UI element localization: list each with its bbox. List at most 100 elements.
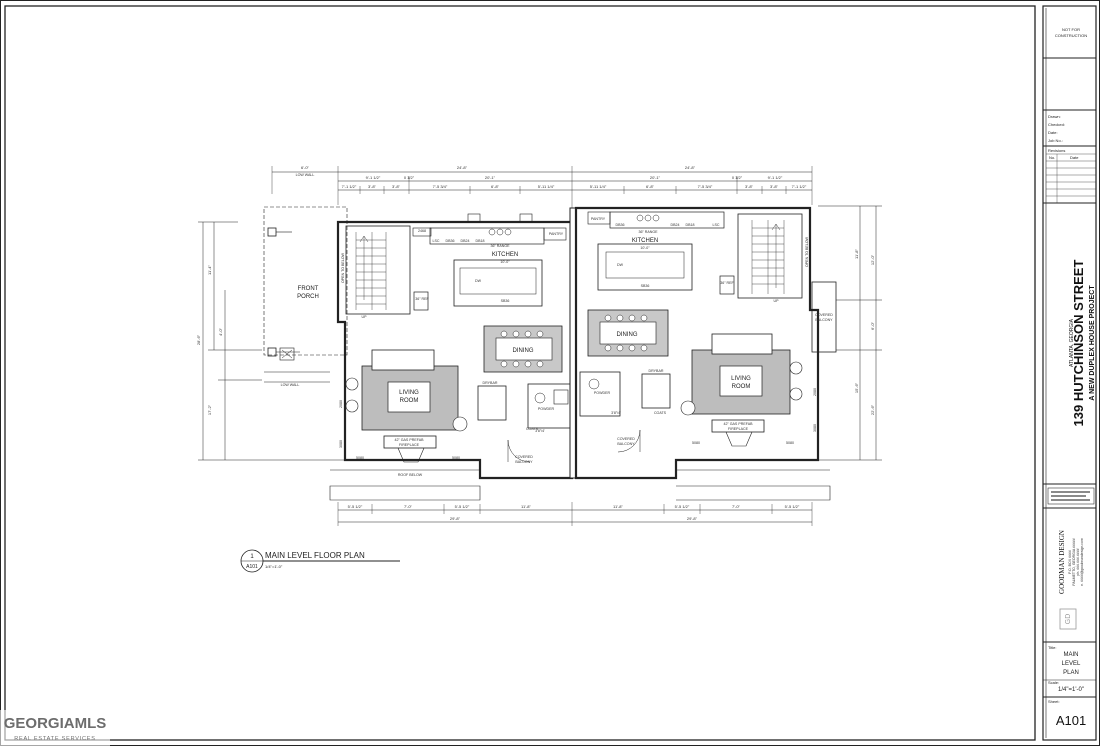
left-dw-label: DW bbox=[475, 279, 482, 283]
dim-top-row-left-0: 6'-0" bbox=[301, 165, 310, 170]
right-ref-label: 36" REF bbox=[720, 281, 734, 285]
top-dimensions bbox=[271, 166, 813, 210]
dim-top-detail-left-5: 5'-11 1/4" bbox=[538, 184, 555, 189]
floor-plan: 24'-8" 24'-8" 6'-0" 9'-1 1/2" 0 1/2" 20'… bbox=[196, 165, 882, 573]
dim-top-row-right-0: 20'-1" bbox=[650, 175, 661, 180]
right-window-2080: 2080 bbox=[813, 388, 817, 396]
left-window-2468: 2468 bbox=[418, 229, 426, 233]
right-kitchen-dim: 10'-0" bbox=[640, 246, 650, 250]
left-kitchen-dim: 10'-0" bbox=[500, 260, 510, 264]
left-open-to-below: OPEN TO BELOW bbox=[341, 252, 345, 283]
dim-top-detail-left-3: 7'-5 3/4" bbox=[433, 184, 448, 189]
low-wall-bottom-label: LOW WALL bbox=[281, 383, 300, 387]
right-side-balcony-label-2: BALCONY bbox=[815, 318, 833, 322]
right-cab-lsc: LSC bbox=[713, 223, 720, 227]
designer-name: GOODMAN DESIGN bbox=[1058, 530, 1066, 594]
scale-label: Scale: bbox=[1048, 680, 1059, 685]
dim-top-detail-left-2: 3'-8" bbox=[392, 184, 401, 189]
left-living-label-2: ROOM bbox=[400, 398, 419, 404]
left-balcony-label-2: BALCONY bbox=[515, 460, 533, 464]
right-fireplace-label-1: 42" GAS PREFAB bbox=[723, 422, 753, 426]
left-window-5080-a: 5080 bbox=[356, 456, 364, 460]
watermark-sub: REAL ESTATE SERVICES bbox=[14, 736, 96, 742]
right-dw-label: DW bbox=[617, 263, 624, 267]
dim-bottom-overall-right: 29'-8" bbox=[687, 516, 698, 521]
left-cab-lsc: LSC bbox=[433, 239, 440, 243]
right-door-size: 3'8"/4' bbox=[611, 411, 621, 415]
date-label: Date: bbox=[1048, 130, 1058, 135]
watermark-brand: GEORGIAMLS bbox=[4, 715, 107, 732]
right-powder-label: POWDER bbox=[594, 391, 611, 395]
right-living-label-1: LIVING bbox=[731, 376, 751, 382]
project-description: A NEW DUPLEX HOUSE PROJECT bbox=[1089, 285, 1096, 401]
designer-stamp bbox=[1047, 487, 1095, 505]
sheet-title-line-1: MAIN bbox=[1064, 652, 1079, 658]
project-location: ATLANTA, GEORGIA bbox=[1069, 318, 1075, 367]
left-living-label-1: LIVING bbox=[399, 390, 419, 396]
sheet-title-label: Title: bbox=[1048, 645, 1057, 650]
dim-top-detail-right-0: 5'-11 1/4" bbox=[590, 184, 607, 189]
right-window-5080-b: 5080 bbox=[786, 441, 794, 445]
left-balcony-label-1: COVERED bbox=[515, 455, 533, 459]
dim-top-overall-left: 24'-8" bbox=[457, 165, 468, 170]
dim-bottom-right-0: 11'-8" bbox=[613, 504, 623, 509]
right-fireplace-label-2: FIREPLACE bbox=[728, 427, 749, 431]
dim-bottom-left-1: 7'-0" bbox=[404, 504, 413, 509]
left-fireplace-label-2: FIREPLACE bbox=[399, 443, 420, 447]
left-ref-label: 36" REF bbox=[415, 297, 429, 301]
dim-left-1: 28'-6" bbox=[196, 334, 201, 345]
project-address: 139 HUTCHINSON STREET bbox=[1071, 260, 1086, 427]
right-pantry-label: PANTRY bbox=[591, 217, 606, 221]
left-drybar-label: DRYBAR bbox=[483, 381, 498, 385]
dim-bottom-right-3: 5'-5 1/2" bbox=[785, 504, 800, 509]
dim-top-detail-right-4: 3'-8" bbox=[770, 184, 779, 189]
left-dining-label: DINING bbox=[513, 348, 534, 354]
bottom-dimensions bbox=[337, 502, 813, 526]
right-balcony-label-1: COVERED bbox=[617, 437, 635, 441]
dim-right-0: 11'-8" bbox=[854, 248, 859, 258]
dim-top-row-left-2: 0 1/2" bbox=[404, 175, 415, 180]
left-fireplace-label-1: 42" GAS PREFAB bbox=[394, 438, 424, 442]
not-for-construction-line-2: CONSTRUCTION bbox=[1055, 33, 1087, 38]
dim-right-3: 12'-0" bbox=[870, 254, 875, 265]
right-living-label-2: ROOM bbox=[732, 384, 751, 390]
drawing-caption bbox=[240, 549, 400, 573]
sheet-title-line-3: PLAN bbox=[1063, 670, 1079, 676]
caption-sheet-ref: A101 bbox=[246, 564, 258, 570]
left-window-2080: 2080 bbox=[339, 400, 343, 408]
right-range-label: 36" RANGE bbox=[638, 230, 658, 234]
sheet-number-label: Sheet: bbox=[1048, 699, 1060, 704]
right-stair-up: UP bbox=[774, 299, 780, 303]
dim-right-1: 6'-0" bbox=[870, 321, 875, 330]
low-wall-top-label: LOW WALL bbox=[296, 173, 315, 177]
drawing-frame bbox=[4, 5, 1036, 741]
sheet-title-line-2: LEVEL bbox=[1062, 661, 1081, 667]
title-block: NOT FOR CONSTRUCTION Drawn: Checked: Dat… bbox=[1042, 5, 1097, 741]
front-porch-label-1: FRONT bbox=[298, 286, 319, 292]
caption-scale: 1/4"=1'-0" bbox=[265, 564, 283, 569]
left-stair-up: UP bbox=[362, 315, 368, 319]
dim-right-2: 15'-6" bbox=[854, 382, 859, 393]
designer-line-2: PALMETTO, GEORGIA ##### bbox=[1072, 538, 1076, 585]
dim-left-0: 11'-4" bbox=[207, 264, 212, 274]
dim-right-4: 22'-6" bbox=[870, 404, 875, 415]
designer-line-3: ph. ###.###.#### bbox=[1076, 548, 1080, 575]
drawn-label: Drawn: bbox=[1048, 114, 1061, 119]
front-porch-label-2: PORCH bbox=[297, 294, 319, 300]
dim-top-row-left-3: 20'-1" bbox=[485, 175, 496, 180]
caption-title: MAIN LEVEL FLOOR PLAN bbox=[265, 551, 365, 560]
dim-top-overall-right: 24'-8" bbox=[685, 165, 696, 170]
left-unit bbox=[329, 213, 574, 501]
right-window-3080: 3080 bbox=[813, 424, 817, 432]
dim-bottom-left-3: 11'-8" bbox=[521, 504, 531, 509]
dim-top-detail-left-1: 3'-8" bbox=[368, 184, 377, 189]
dim-left-2: 4'-0" bbox=[218, 327, 223, 336]
left-window-3080: 3080 bbox=[339, 440, 343, 448]
georgia-mls-watermark: GEORGIAMLS REAL ESTATE SERVICES bbox=[0, 710, 110, 746]
left-cab-db24: DB24 bbox=[461, 239, 470, 243]
revisions-heading: Revisions bbox=[1048, 148, 1065, 153]
right-kitchen-label: KITCHEN bbox=[632, 238, 658, 244]
right-window-5080-a: 5080 bbox=[692, 441, 700, 445]
front-porch bbox=[263, 206, 348, 383]
